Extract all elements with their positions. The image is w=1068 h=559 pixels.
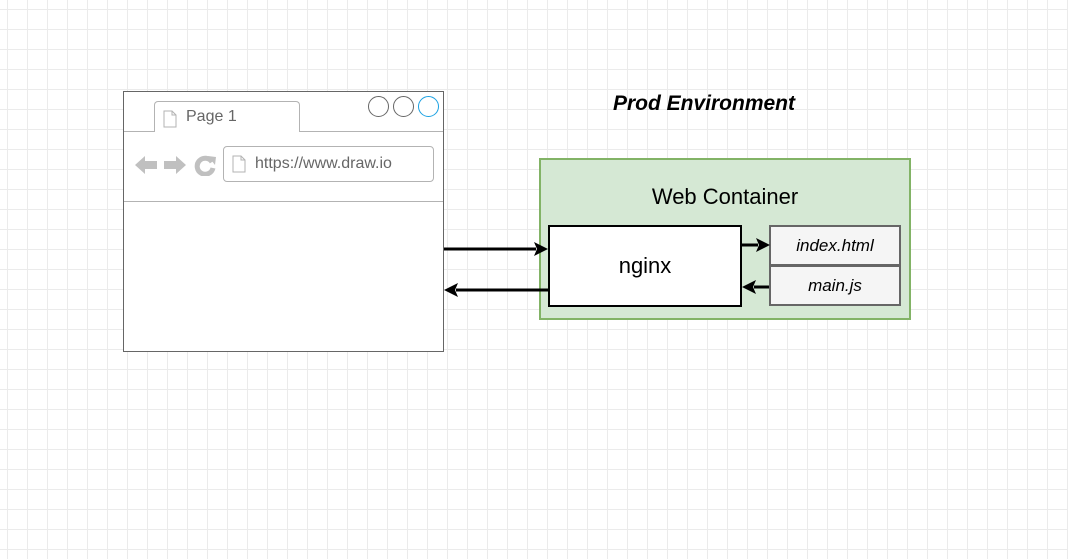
page-icon <box>163 110 177 128</box>
environment-title: Prod Environment <box>612 92 796 115</box>
response-arrow <box>444 283 548 297</box>
main-to-nginx-arrow <box>742 280 769 294</box>
forward-arrow-icon[interactable] <box>163 154 187 176</box>
window-button-3[interactable] <box>418 96 439 117</box>
back-arrow-icon[interactable] <box>134 154 158 176</box>
page-icon <box>232 155 246 173</box>
file-label: main.js <box>808 275 862 295</box>
toolbar-divider <box>124 201 443 202</box>
browser-tab[interactable]: Page 1 <box>154 101 300 132</box>
nginx-box: nginx <box>548 225 742 307</box>
nginx-label: nginx <box>618 253 672 278</box>
window-button-2[interactable] <box>393 96 414 117</box>
reload-icon[interactable] <box>194 154 218 176</box>
address-bar[interactable]: https://www.draw.io <box>223 146 434 182</box>
file-label: index.html <box>796 235 874 255</box>
file-main-js: main.js <box>769 265 901 306</box>
tab-label: Page 1 <box>186 108 237 125</box>
nginx-to-index-arrow <box>742 238 770 252</box>
web-container-title: Web Container <box>651 184 799 209</box>
request-arrow <box>444 242 548 256</box>
browser-window: Page 1 https://www.draw.io <box>123 91 444 352</box>
window-button-1[interactable] <box>368 96 389 117</box>
url-text: https://www.draw.io <box>255 155 392 172</box>
